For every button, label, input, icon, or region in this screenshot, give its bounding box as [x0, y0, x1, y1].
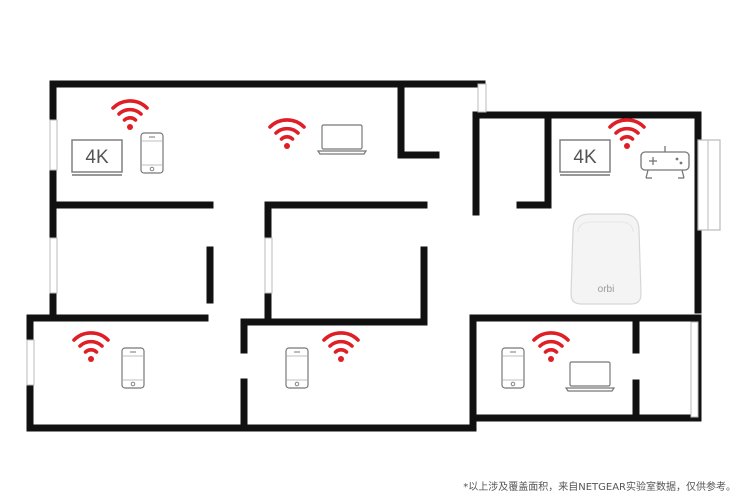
wifi-icon	[268, 118, 306, 151]
bottom-right-room	[501, 331, 615, 392]
top-center-room	[268, 118, 367, 155]
windows	[26, 83, 721, 418]
tv-icon: 4K	[71, 139, 123, 176]
wifi-icon	[322, 331, 360, 364]
bottom-center-room	[285, 331, 360, 389]
tv-icon: 4K	[559, 139, 611, 176]
laptop-icon	[565, 361, 615, 392]
wifi-icon	[111, 99, 149, 132]
wifi-icon	[72, 331, 110, 364]
right-room: 4K orbi	[559, 118, 690, 305]
phone-icon	[121, 347, 145, 389]
top-left-room: 4K	[71, 99, 164, 176]
orbi-router: orbi	[570, 213, 642, 305]
laptop-icon	[317, 124, 367, 155]
phone-icon	[285, 347, 309, 389]
phone-icon	[501, 347, 525, 389]
bottom-left-room	[72, 331, 145, 389]
footnote: *以上涉及覆盖面积，来自NETGEAR实验室数据，仅供参考。	[463, 482, 736, 493]
gamepad-icon	[640, 145, 690, 179]
phone-icon	[140, 132, 164, 174]
router-brand: orbi	[598, 284, 615, 295]
wifi-icon	[608, 118, 646, 151]
wifi-icon	[532, 331, 570, 364]
tv-label: 4K	[573, 147, 597, 168]
tv-label: 4K	[85, 147, 109, 168]
